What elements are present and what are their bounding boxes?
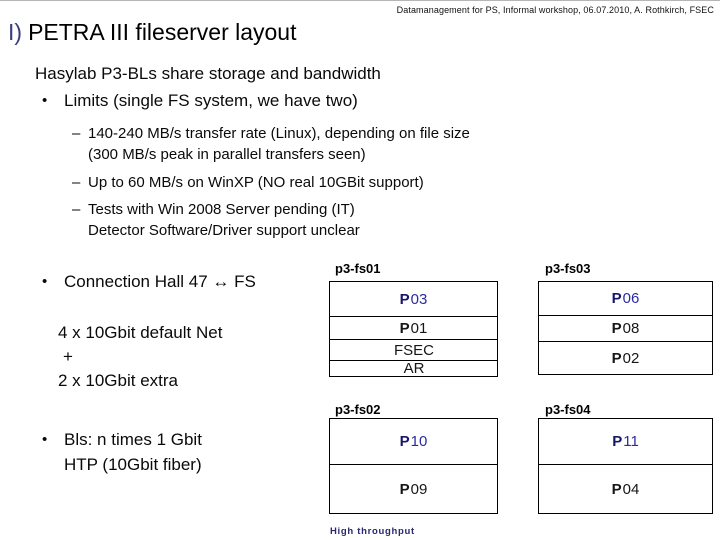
bullet-marker: • — [42, 273, 48, 290]
server-label-p3-fs03: p3-fs03 — [545, 261, 591, 276]
cell-lead: P — [612, 433, 623, 450]
cell-text: 11 — [623, 433, 639, 450]
title-text: PETRA III fileserver layout — [28, 19, 297, 45]
server-cell: FSEC — [330, 339, 497, 360]
cell-text: AR — [403, 360, 425, 377]
bls-text-1: Bls: n times 1 Gbit — [64, 430, 202, 449]
page-title: I)PETRA III fileserver layout — [8, 19, 297, 46]
dash-text-wrap: (300 MB/s peak in parallel transfers see… — [88, 146, 366, 163]
server-label-p3-fs02: p3-fs02 — [335, 402, 381, 417]
bullet-limits: • Limits (single FS system, we have two) — [42, 91, 358, 111]
cell-lead: P — [399, 290, 410, 308]
net-line-plus: + — [63, 347, 73, 366]
dash-item-winxp: –Up to 60 MB/s on WinXP (NO real 10GBit … — [72, 172, 424, 193]
cell-lead: P — [399, 433, 410, 450]
dash-line: –140-240 MB/s transfer rate (Linux), dep… — [72, 123, 470, 144]
dash-item-win2008: –Tests with Win 2008 Server pending (IT)… — [72, 199, 360, 241]
bullet-connection-text: Connection Hall 47 ↔ FS — [64, 272, 256, 291]
dash-item-transfer-rate: –140-240 MB/s transfer rate (Linux), dep… — [72, 123, 470, 165]
dash-text: Tests with Win 2008 Server pending (IT) — [88, 201, 355, 218]
intro-text: Hasylab P3-BLs share storage and bandwid… — [35, 64, 381, 83]
dash-text: Up to 60 MB/s on WinXP (NO real 10GBit s… — [88, 174, 424, 191]
cell-text: 10 — [410, 433, 428, 450]
server-label-p3-fs04: p3-fs04 — [545, 402, 591, 417]
footer-note: High throughput — [330, 526, 415, 537]
header-credit: Datamanagement for PS, Informal workshop… — [396, 5, 714, 15]
cell-lead: P — [611, 349, 622, 367]
cell-lead: P — [399, 319, 410, 337]
network-lines: 4 x 10Gbit default Net + 2 x 10Gbit extr… — [58, 321, 222, 393]
dash-marker: – — [72, 174, 81, 191]
cell-text: 06 — [622, 290, 640, 307]
cell-lead: P — [611, 480, 622, 498]
dash-text: 140-240 MB/s transfer rate (Linux), depe… — [88, 125, 470, 142]
cell-text: 01 — [410, 319, 428, 337]
dash-line: –Up to 60 MB/s on WinXP (NO real 10GBit … — [72, 172, 424, 193]
net-line-2: 2 x 10Gbit extra — [58, 371, 179, 390]
bls-line-1: • Bls: n times 1 Gbit — [42, 427, 302, 452]
cell-text: 09 — [410, 480, 428, 498]
cell-lead: P — [611, 320, 622, 337]
cell-text: 03 — [410, 290, 428, 308]
bls-text-2: HTP (10Gbit fiber) — [64, 455, 202, 474]
dash-marker: – — [72, 125, 81, 142]
bullet-limits-text: Limits (single FS system, we have two) — [64, 91, 358, 110]
bullet-marker: • — [42, 431, 48, 448]
net-line-1: 4 x 10Gbit default Net — [58, 323, 223, 342]
cell-text: FSEC — [393, 341, 434, 359]
server-cell: AR — [330, 360, 497, 377]
bullet-beamlines: • Bls: n times 1 Gbit HTP (10Gbit fiber) — [42, 427, 302, 477]
cell-text: 04 — [622, 480, 640, 498]
cell-lead: P — [611, 290, 622, 307]
dash-text-wrap: Detector Software/Driver support unclear — [88, 222, 360, 239]
cell-text: 08 — [622, 320, 640, 337]
dash-marker: – — [72, 201, 81, 218]
title-prefix: I) — [8, 19, 23, 45]
cell-lead: P — [399, 480, 410, 498]
dash-line: –Tests with Win 2008 Server pending (IT) — [72, 199, 360, 220]
server-label-p3-fs01: p3-fs01 — [335, 261, 381, 276]
cell-text: 02 — [622, 349, 640, 367]
bullet-connection: • Connection Hall 47 ↔ FS — [42, 272, 256, 292]
bullet-marker: • — [42, 92, 48, 109]
